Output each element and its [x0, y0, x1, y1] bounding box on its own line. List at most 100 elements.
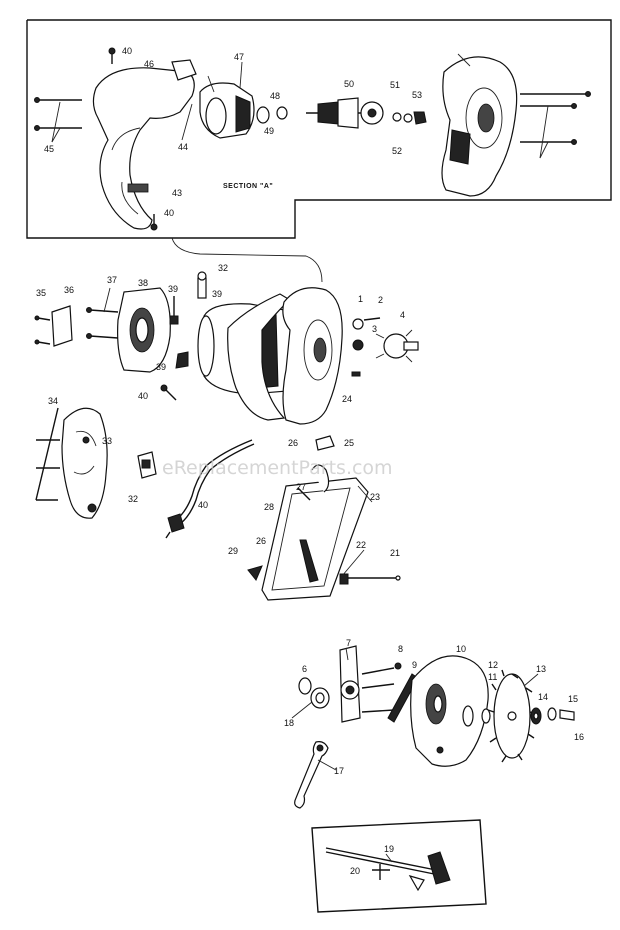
- callout-31: 33: [102, 436, 112, 446]
- callout-15: 15: [568, 694, 578, 704]
- screws-part-35: [86, 287, 119, 339]
- screw-part-24: [351, 371, 361, 377]
- callout-1: 1: [358, 294, 363, 304]
- callout-35: 37: [107, 275, 117, 285]
- callout-16: 16: [574, 732, 584, 742]
- callout-34: 36: [64, 285, 74, 295]
- motor-housing-assembly: [197, 287, 343, 425]
- callout-22: 22: [356, 540, 366, 550]
- callout-21: 21: [390, 548, 400, 558]
- callout-25: 25: [344, 438, 354, 448]
- callout-36: 38: [138, 278, 148, 288]
- callout-8: 8: [398, 644, 403, 654]
- gear-housing-part-52: [441, 56, 518, 197]
- callout-40-lower: 40: [164, 208, 174, 218]
- callout-48: 50: [344, 79, 354, 89]
- callout-38-upper: 39: [212, 289, 222, 299]
- fence-rod-part-19: [325, 847, 451, 892]
- callout-26-lower: 26: [256, 536, 266, 546]
- callout-23: 23: [370, 492, 380, 502]
- handle-housing-part-44: [92, 59, 197, 230]
- callout-47: 49: [264, 126, 274, 136]
- callout-11: 11: [488, 672, 497, 682]
- armature-part-48: [306, 97, 384, 129]
- bushing-part-18: [310, 687, 330, 709]
- callout-50: 52: [392, 146, 402, 156]
- bracket-part-25: [315, 435, 335, 451]
- callout-27: 27: [296, 482, 306, 492]
- bolt-part-16: [559, 709, 575, 721]
- washer-part-12: [481, 708, 491, 724]
- callout-44: 46: [144, 59, 154, 69]
- washer-part-11: [462, 705, 474, 727]
- callout-30-upper: 32: [218, 263, 228, 273]
- callout-37: 39: [168, 284, 178, 294]
- callout-30-lower: 32: [128, 494, 138, 504]
- callout-43: 45: [44, 144, 54, 154]
- callout-42: 44: [178, 142, 188, 152]
- washer-part-14: [530, 707, 542, 725]
- callout-51: 53: [412, 90, 422, 100]
- callout-10: 10: [456, 644, 466, 654]
- callout-9: 9: [412, 660, 417, 670]
- spindle-parts-1-4: [352, 317, 419, 363]
- callout-12: 12: [488, 660, 498, 670]
- section-label: SECTION "A": [223, 183, 273, 190]
- callout-40: 40: [122, 46, 132, 56]
- callout-3: 3: [372, 324, 377, 334]
- callout-46: 48: [270, 91, 280, 101]
- callout-2: 2: [378, 295, 383, 305]
- callout-32: 34: [48, 396, 58, 406]
- callout-17: 17: [334, 766, 344, 776]
- side-handle-part-31: [61, 407, 108, 519]
- rip-fence-frame: [311, 819, 487, 913]
- callout-7: 7: [346, 638, 351, 648]
- screw-part-28: [297, 487, 311, 501]
- flange-part-6: [298, 677, 312, 695]
- callout-39-cord: 40: [198, 500, 208, 510]
- screws-part-8: [361, 662, 402, 713]
- plate-part-34: [51, 305, 73, 347]
- section-a-leader-cord: [171, 237, 323, 283]
- screws-part-43: [34, 97, 82, 143]
- wingnut-part-29: [247, 565, 263, 581]
- wrench-part-17: [294, 741, 329, 809]
- screws-part-40: [108, 47, 158, 231]
- callout-leader-lines: [239, 53, 539, 863]
- bearing-part-46-47: [256, 106, 288, 124]
- watermark: eReplacementParts.com: [162, 457, 393, 479]
- callout-13: 13: [536, 664, 546, 674]
- screw-part-30: [197, 271, 207, 299]
- callout-33: 35: [36, 288, 46, 298]
- part-callout-labels: 40 46 47 48 49 50 51 53 52 45 44 43 40 3…: [36, 46, 584, 876]
- callout-45: 47: [234, 52, 244, 62]
- plate-part-7: [339, 645, 361, 723]
- callout-28: 28: [264, 502, 274, 512]
- callout-20: 20: [350, 866, 360, 876]
- screws-part-33: [34, 315, 51, 345]
- power-cord-part-29: [165, 439, 255, 539]
- screw-part-39: [160, 384, 177, 401]
- callout-14: 14: [538, 692, 548, 702]
- callout-6: 6: [302, 664, 307, 674]
- brush-part-37: [169, 296, 179, 325]
- callout-49: 51: [390, 80, 400, 90]
- base-plate-part-23: [261, 477, 369, 601]
- clip-part-27: [311, 464, 330, 493]
- callout-26-upper: 26: [288, 438, 298, 448]
- lower-guard-part-10: [410, 655, 489, 767]
- section-a-frame: [26, 19, 612, 239]
- washer-part-15: [547, 707, 557, 721]
- callout-41: 43: [172, 188, 182, 198]
- screws-part-53: [520, 91, 591, 159]
- callout-29: 29: [228, 546, 238, 556]
- screws-part-32: [35, 407, 60, 501]
- callout-19: 19: [384, 844, 394, 854]
- switch-part-30: [137, 451, 157, 479]
- screw-part-21: [339, 573, 401, 585]
- fasteners-part-49-51: [392, 111, 427, 125]
- callout-39-upper: 40: [138, 391, 148, 401]
- callout-18: 18: [284, 718, 294, 728]
